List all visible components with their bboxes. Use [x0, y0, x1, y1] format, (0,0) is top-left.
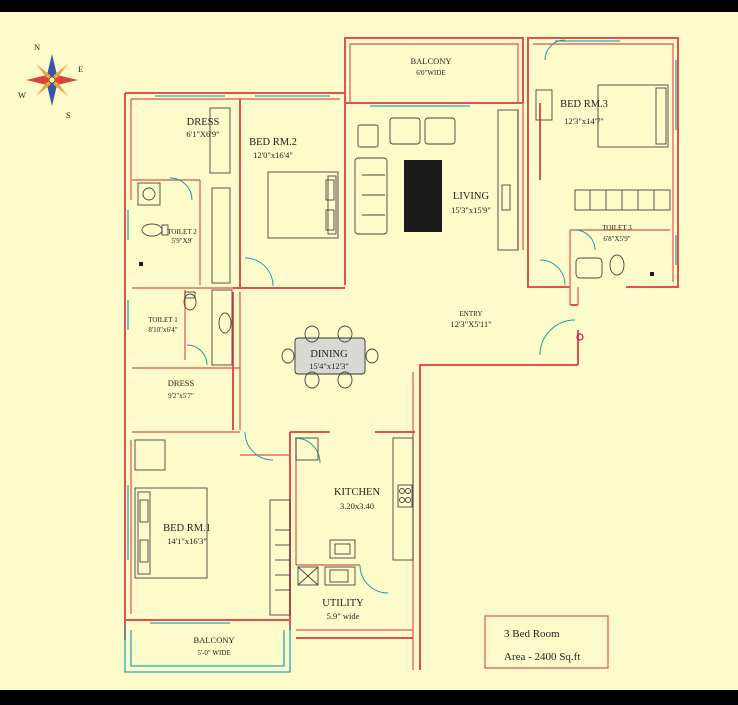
- furniture: [134, 84, 671, 616]
- bed-2-dim: 12'0"x16'4": [253, 150, 293, 160]
- compass-n-label: N: [34, 42, 40, 52]
- windows: [127, 40, 677, 624]
- compass-rose-icon: [26, 54, 78, 106]
- living-dim: 15'3"x15'9": [451, 205, 491, 215]
- bed-1-dim: 14'1"x16'3": [167, 536, 207, 546]
- toilet-3-name: TOILET 3: [602, 224, 632, 232]
- living-name: LIVING: [453, 191, 490, 202]
- living-chair: [357, 124, 379, 148]
- kitchen-fridge: [295, 437, 319, 461]
- bed-3-bed: [597, 84, 669, 148]
- area-legend: 3 Bed Room Area - 2400 Sq.ft: [484, 615, 609, 669]
- toilet-1-name: TOILET 1: [148, 316, 178, 324]
- balcony-top-name: BALCONY: [410, 56, 451, 66]
- dress-top-dim: 6'1"X6'9": [186, 129, 219, 139]
- toilet-2-dim: 5'9"X9': [172, 237, 193, 245]
- compass-e-label: E: [78, 64, 83, 74]
- kitchen-stove: [397, 484, 413, 508]
- toilet-3-dim: 6'8"X5'9": [603, 235, 630, 243]
- entry-name: ENTRY: [460, 310, 483, 318]
- utility-dim: 5.9" wide: [327, 611, 360, 621]
- bed-3-wardrobe: [574, 189, 671, 211]
- balcony-bottom-dim: 5'-0" WIDE: [197, 649, 230, 657]
- dress-top-name: DRESS: [187, 117, 220, 128]
- balcony-top-dim: 6'0"WIDE: [416, 69, 445, 77]
- bed-3-name: BED RM.3: [560, 99, 608, 110]
- bed-2-name: BED RM.2: [249, 137, 297, 148]
- compass-s-label: S: [66, 110, 71, 120]
- dress-mid-name: DRESS: [168, 378, 195, 388]
- living-sofa: [354, 157, 388, 235]
- bed-1-name: BED RM.1: [163, 523, 211, 534]
- kitchen-name: KITCHEN: [334, 487, 380, 498]
- dining-name: DINING: [310, 349, 348, 360]
- kitchen-sink: [329, 539, 356, 559]
- kitchen-dim: 3.20x3.40: [340, 501, 374, 511]
- dining-table: [294, 337, 366, 375]
- toilet-1-dim: 8'10"x6'4": [148, 326, 177, 334]
- legend-line-1: 3 Bed Room: [504, 628, 560, 640]
- living-table: [404, 160, 442, 232]
- toilet-2-name: TOILET 2: [167, 228, 197, 236]
- balcony-bottom-name: BALCONY: [193, 635, 234, 645]
- utility-name: UTILITY: [322, 598, 364, 609]
- walls: [124, 37, 679, 673]
- bed-1-bed: [134, 487, 208, 579]
- bed-3-dim: 12'3"x14'7": [564, 116, 604, 126]
- compass-w-label: W: [18, 90, 26, 100]
- room-labels: BALCONY 6'0"WIDE BED RM.3 12'3"x14'7" DR…: [148, 56, 632, 657]
- legend-line-2: Area - 2400 Sq.ft: [504, 651, 580, 663]
- dress-mid-dim: 9'2"x5'7": [168, 392, 194, 400]
- bed-2-bed: [267, 171, 339, 239]
- plan-background: [0, 12, 738, 690]
- entry-dim: 12'3"X5'11": [450, 319, 491, 329]
- dining-dim: 15'4"x12'3": [309, 361, 349, 371]
